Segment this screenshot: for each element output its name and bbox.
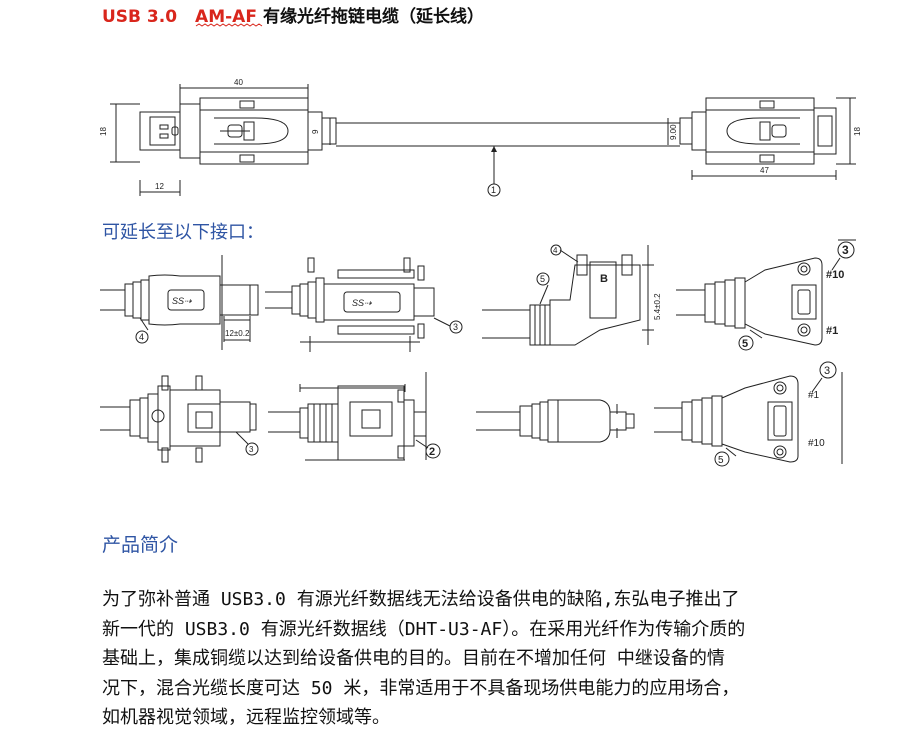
connector-grid: SS⇢ SS⇢ 4 12±0.2 3 4 5 B 5.4±0.2 3 #10 #… xyxy=(100,239,856,467)
extension-subheading: 可延长至以下接口： xyxy=(102,222,264,243)
dim-cable-right-label: 9.00 xyxy=(669,124,678,140)
ss-usb-logo-1: SS⇢ xyxy=(172,296,192,306)
ss-usb-logo-2: SS⇢ xyxy=(352,298,372,308)
dim-length-label: 40 xyxy=(234,78,243,87)
c8-pin-a: #1 xyxy=(808,390,820,401)
product-intro-heading: 产品简介 xyxy=(102,534,179,556)
c4-callout-top: 3 xyxy=(842,243,849,257)
c8-callout-bottom: 5 xyxy=(718,455,724,466)
intro-line-2: 新一代的 USB3.0 有源光纤数据线（DHT-U3-AF）。在采用光纤作为传输… xyxy=(102,618,746,640)
dim-right-length-label: 47 xyxy=(760,166,769,175)
c8-pin-b: #10 xyxy=(808,438,825,449)
c2-callout: 3 xyxy=(453,322,458,332)
c3-dim: 5.4±0.2 xyxy=(653,293,662,320)
dim-height-right-label: 18 xyxy=(853,127,862,136)
product-intro-paragraph: 为了弥补普通 USB3.0 有源光纤数据线无法给设备供电的缺陷,东弘电子推出了 … xyxy=(102,585,872,733)
cable-drawing: 40 18 12 9 9.00 18 47 1 xyxy=(99,78,862,197)
title-connector-type: AM-AF xyxy=(195,7,257,27)
intro-line-5: 如机器视觉领域，远程监控领域等。 xyxy=(102,707,390,728)
dim-cable-label: 9 xyxy=(311,129,320,134)
dim-plug-label: 12 xyxy=(155,182,164,191)
c4-callout-bottom: 5 xyxy=(742,338,748,350)
intro-line-1: 为了弥补普通 USB3.0 有源光纤数据线无法给设备供电的缺陷,东弘电子推出了 xyxy=(102,589,740,610)
c3-top-callout: 4 xyxy=(553,246,558,255)
c3-callout: 5 xyxy=(540,274,545,284)
title-usb-version: USB 3.0 xyxy=(102,7,178,27)
title-description: 有缘光纤拖链电缆（延长线） xyxy=(262,7,484,27)
dim-height-left-label: 18 xyxy=(99,127,108,136)
intro-line-4: 况下，混合光缆长度可达 50 米，非常适用于不具备现场供电能力的应用场合， xyxy=(102,677,740,699)
c4-pin-b: #1 xyxy=(826,325,838,337)
callout-number: 1 xyxy=(491,185,496,195)
spellcheck-underline xyxy=(195,23,263,27)
c6-callout: 2 xyxy=(429,446,435,458)
c8-callout-top: 3 xyxy=(824,365,830,377)
c4-pin-a: #10 xyxy=(826,269,844,281)
intro-line-3: 基础上，集成铜缆以达到给设备供电的目的。目前在不增加任何 中继设备的情 xyxy=(102,648,725,669)
c1-dim: 12±0.2 xyxy=(225,329,250,338)
c3-letter-b: B xyxy=(600,273,608,285)
c5-callout: 3 xyxy=(249,445,254,454)
c1-callout: 4 xyxy=(139,332,144,342)
